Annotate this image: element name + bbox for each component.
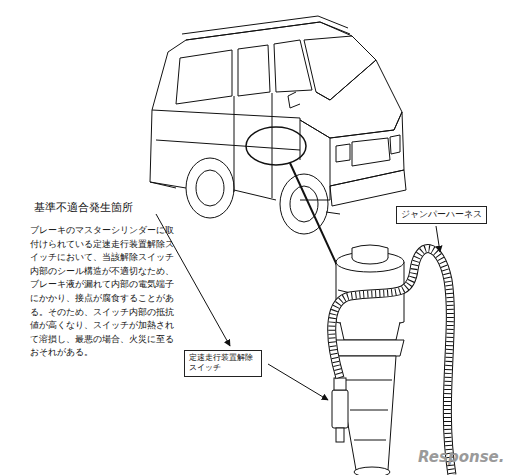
label-box: 定速走行装置解除スイッチ	[184, 350, 262, 377]
jumper-harness	[332, 249, 452, 475]
leader-line	[436, 226, 440, 252]
master-cylinder	[330, 245, 404, 475]
label-box: ジャンパーハーネス	[396, 206, 487, 224]
watermark: Response.	[418, 448, 516, 466]
release-switch	[332, 378, 348, 442]
suv-illustration	[150, 16, 406, 234]
leader-line	[268, 364, 328, 400]
note-body: ブレーキのマスターシリンダーに取付けられている定速走行装置解除スイッチにおいて、…	[30, 224, 176, 360]
label-text: ジャンパーハーネス	[401, 209, 482, 221]
note-heading: 基準不適合発生箇所	[34, 201, 184, 215]
label-text: 定速走行装置解除スイッチ	[189, 353, 257, 374]
